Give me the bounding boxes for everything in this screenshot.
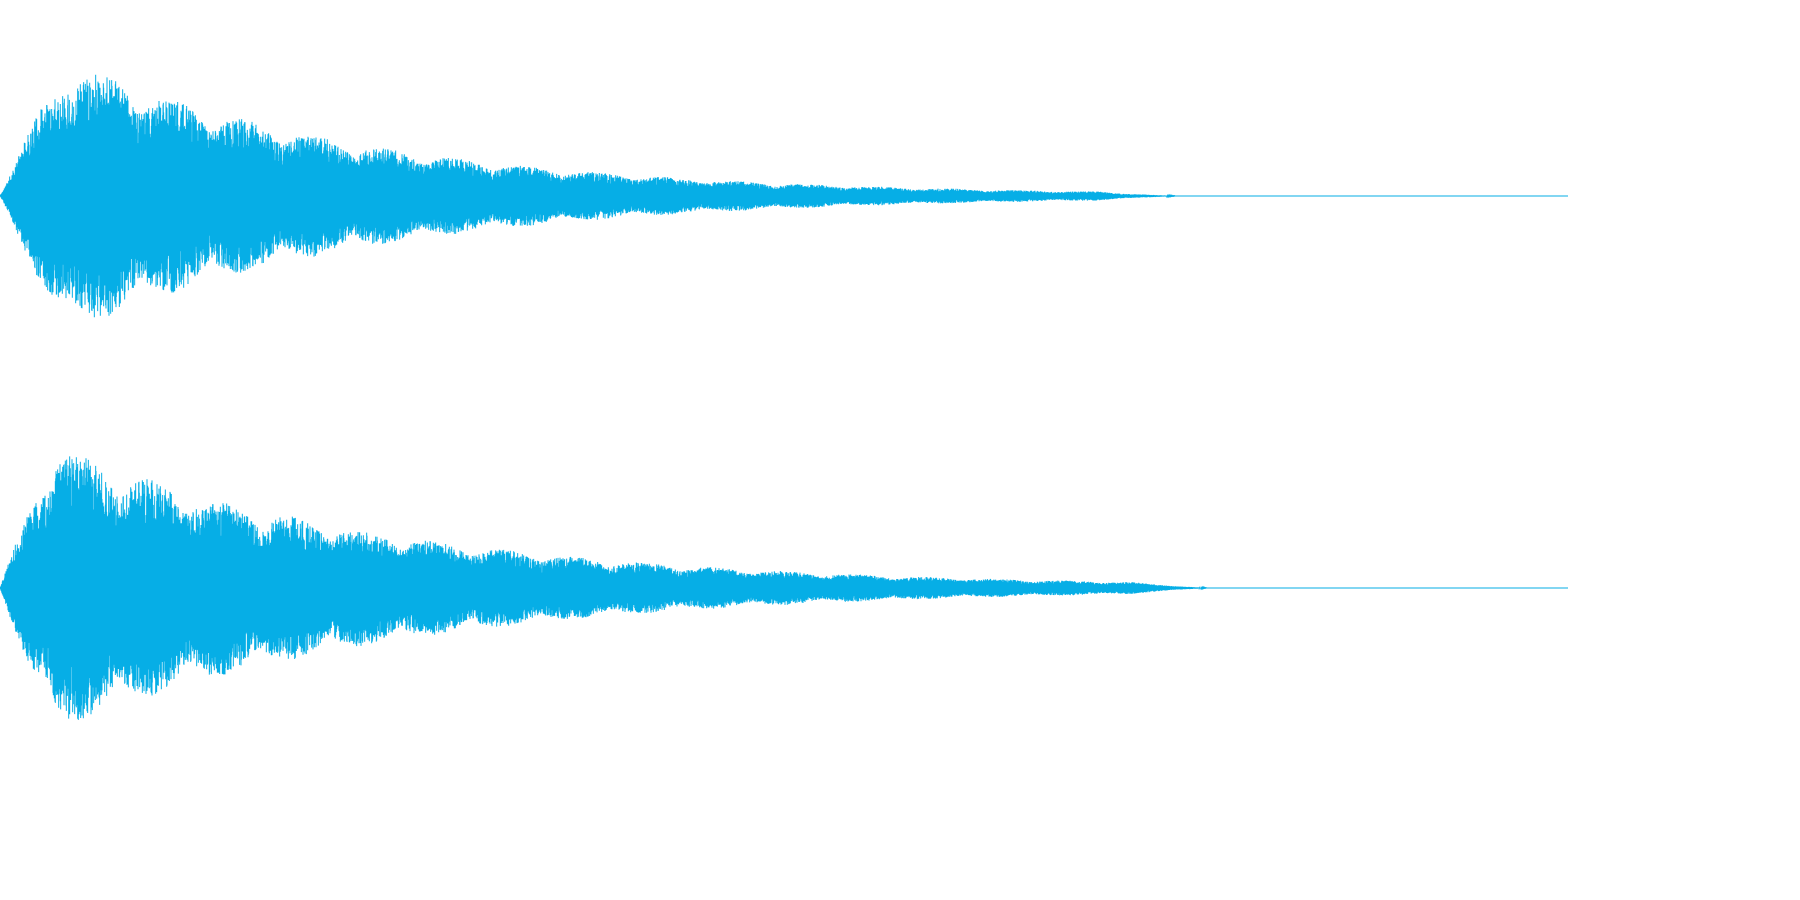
waveform-channel-left	[0, 0, 1568, 392]
waveform-channel-right	[0, 392, 1568, 784]
waveform-right-trace	[0, 456, 1568, 720]
waveform-left-svg	[0, 74, 1568, 318]
waveform-view	[0, 0, 1568, 784]
waveform-left-trace	[0, 74, 1568, 318]
waveform-right-svg	[0, 456, 1568, 720]
